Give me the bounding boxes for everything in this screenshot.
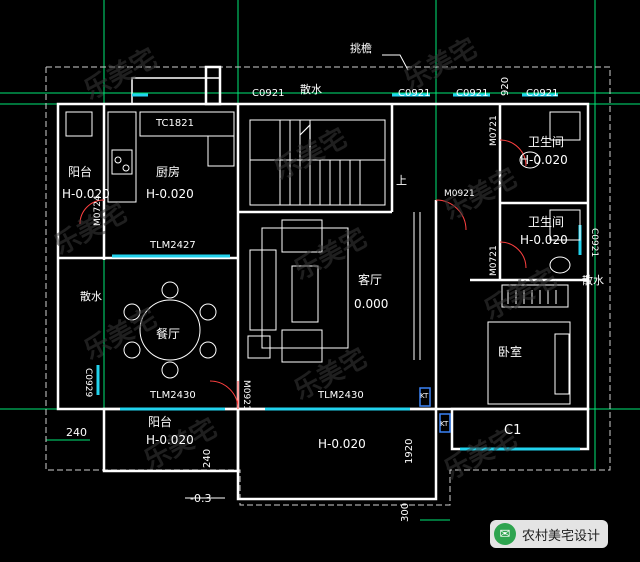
label-slide-tlm2430: TLM2430 [149,390,196,401]
label-bathroom-2: 卫生间 [528,215,564,229]
label-dining-room: 餐厅 [156,326,180,341]
staircase [249,119,386,206]
watermark: 乐美宅 [79,302,162,366]
ac-units [419,387,451,433]
watermark: 乐美宅 [79,42,162,106]
windows [96,93,582,451]
plan-labels: 挑檐 C0921 散水 C0921 C0921 920 C0921 TC1821… [62,41,604,522]
dining-table [123,281,217,379]
trim-leader [382,54,409,71]
label-balcony-south: 阳台 [148,414,172,429]
label-door-m0724: M0724 [93,195,103,226]
label-dim-240: 240 [66,426,87,439]
label-slide-tlm2427: TLM2427 [149,240,196,251]
label-window: C0921 [252,88,284,99]
eave-outline [45,66,611,506]
label-balcony-north: 阳台 [68,164,92,179]
wechat-icon: ✉ [494,523,516,545]
label-window-c0929: C0929 [83,368,93,397]
label-elev-0000: 0.000 [354,297,388,311]
living-room-furniture [247,212,421,363]
label-sanshui: 散水 [300,82,322,96]
label-dim-300: 300 [400,503,411,522]
bathroom-fixtures [519,111,581,274]
label-920: 920 [500,77,511,96]
kitchen-fixtures [65,111,235,203]
label-window: C0921 [456,88,488,99]
label-door-m0921-b: M0921 [241,380,251,411]
badge-text: 农村美宅设计 [522,528,601,544]
label-living-room: 客厅 [358,272,382,287]
label-h-balcony-south: H-0.020 [146,433,194,447]
label-trim: 挑檐 [350,41,372,55]
wechat-badge: ✉ 农村美宅设计 [490,520,609,548]
label-elev-neg-03: -0.3 [190,492,211,505]
label-h-balcony: H-0.020 [62,187,110,201]
label-window: C0921 [398,88,430,99]
label-door: M0721 [489,115,499,146]
label-sanshui-west: 散水 [80,289,102,303]
label-bedroom: 卧室 [498,344,522,359]
label-door-m0921: M0921 [444,189,475,199]
watermark: 乐美宅 [399,32,482,96]
walls [56,65,590,501]
label-stair-up: 上 [396,174,407,187]
label-window-c1: C1 [504,423,521,438]
label-sanshui-east: 散水 [582,273,604,287]
door-swings [79,139,527,410]
label-window-tc: TC1821 [155,118,194,129]
label-h-bath-2: H-0.020 [520,233,568,247]
label-dim-1920: 1920 [404,439,415,464]
label-dim-240-b: 240 [202,449,213,468]
label-h-terrace: H-0.020 [318,437,366,451]
label-door: M0721 [489,245,499,276]
watermark: 乐美宅 [49,197,132,261]
label-slide-tlm2430-b: TLM2430 [317,390,364,401]
label-window: C0921 [526,88,558,99]
label-kt: KT [440,420,449,428]
label-window-east: C0921 [589,228,599,257]
label-kt: KT [420,392,429,400]
label-bathroom-1: 卫生间 [528,135,564,149]
label-kitchen: 厨房 [156,164,180,179]
bedroom-furniture [487,284,571,405]
label-h-bath-1: H-0.020 [520,153,568,167]
label-h-kitchen: H-0.020 [146,187,194,201]
